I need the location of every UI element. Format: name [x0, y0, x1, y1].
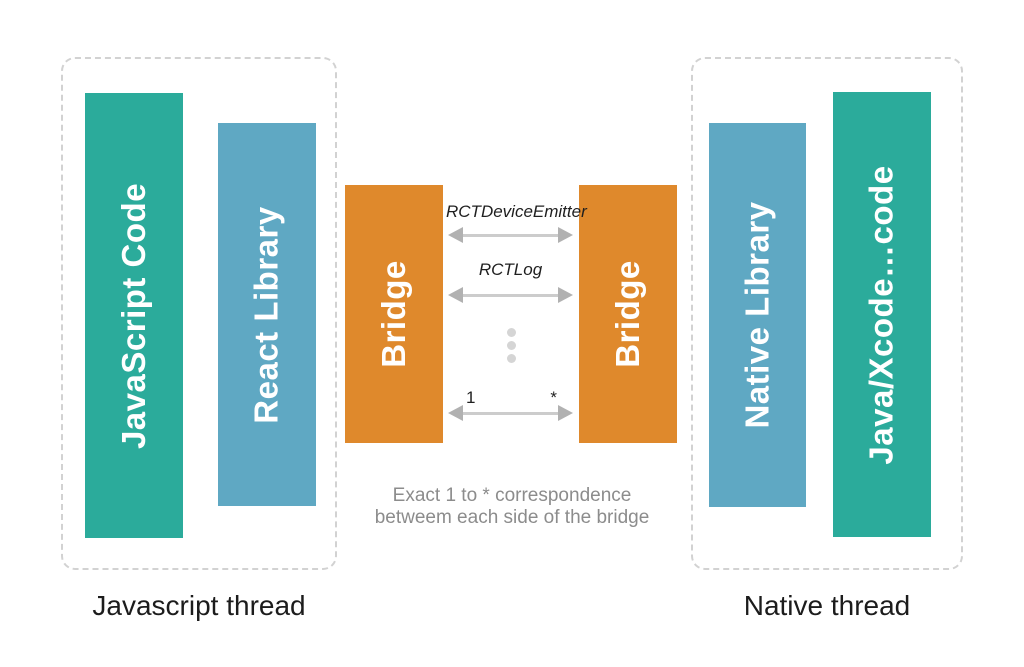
arrow-shaft [463, 293, 558, 297]
bar-javascript-code: JavaScript Code [85, 93, 183, 538]
bar-native-library: Native Library [709, 123, 806, 507]
arrow-shaft [463, 411, 558, 415]
bar-bridge-left-label: Bridge [375, 260, 413, 368]
arrow-right-head-icon [558, 405, 573, 421]
bar-bridge-right-label: Bridge [609, 260, 647, 368]
js-thread-label: Javascript thread [92, 590, 306, 621]
dot-icon [506, 354, 516, 363]
arrow-right-head-icon [558, 287, 573, 303]
dot-icon [506, 341, 516, 350]
cardinality-one-label: 1 [466, 388, 476, 407]
bar-java-xcode-code-label: Java/Xcode…code [863, 164, 901, 465]
double-arrow-icon [448, 287, 573, 303]
ellipsis-dots-icon [506, 328, 516, 367]
bar-java-xcode-code: Java/Xcode…code [833, 92, 931, 537]
dot-icon [506, 328, 516, 337]
bar-native-library-label: Native Library [738, 201, 776, 429]
bridge-caption-line2: betweem each side of the bridge [374, 507, 650, 528]
double-arrow-icon [448, 227, 573, 243]
arrow-left-head-icon [448, 227, 463, 243]
bridge-link-cardinality: 1 * [448, 388, 573, 408]
native-thread-label: Native thread [743, 590, 911, 621]
bar-bridge-left: Bridge [345, 185, 443, 443]
bar-react-library-label: React Library [248, 205, 285, 424]
arrow-shaft [463, 233, 558, 237]
bar-react-library: React Library [218, 123, 316, 506]
arrow-left-head-icon [448, 405, 463, 421]
arrow-left-head-icon [448, 287, 463, 303]
bar-javascript-code-label: JavaScript Code [115, 182, 153, 449]
js-thread-group-box [61, 57, 337, 570]
bridge-caption-line1: Exact 1 to * correspondence [392, 485, 632, 506]
bar-bridge-right: Bridge [579, 185, 677, 443]
arrow-right-head-icon [558, 227, 573, 243]
bridge-link-rctlog-label: RCTLog [478, 260, 543, 279]
double-arrow-icon [448, 405, 573, 421]
bridge-caption: Exact 1 to * correspondence betweem each… [346, 485, 678, 529]
native-thread-group-box [691, 57, 963, 570]
bridge-link-rctdeviceemitter-label: RCTDeviceEmitter [446, 202, 587, 221]
cardinality-star-label: * [550, 388, 557, 407]
